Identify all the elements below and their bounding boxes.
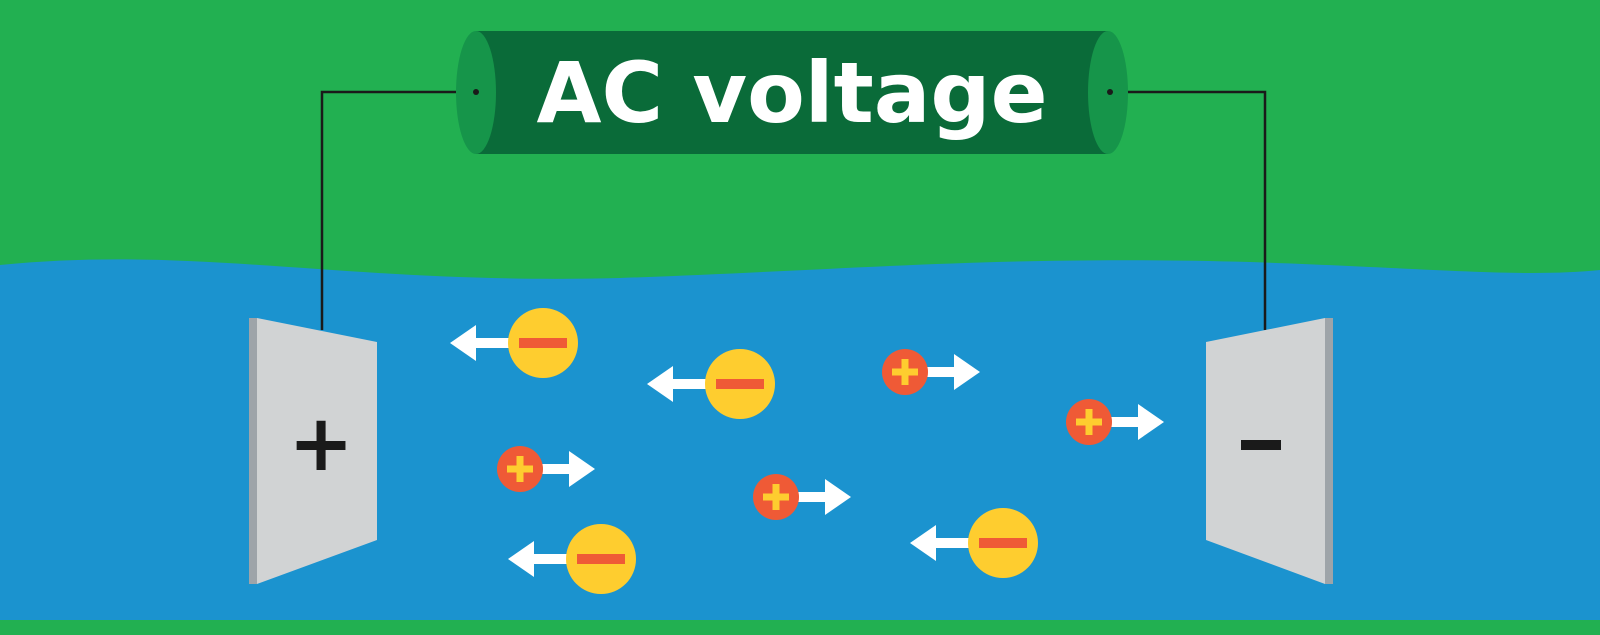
anion-ion [450, 308, 578, 378]
minus-icon [577, 554, 625, 564]
arrow-left-icon [910, 525, 936, 561]
arrow-shaft [476, 338, 512, 348]
arrow-right-icon [1138, 404, 1164, 440]
arrow-left-icon [647, 366, 673, 402]
cation-ion [882, 349, 980, 395]
bottom-green-strip [0, 620, 1600, 635]
left-wire [320, 90, 476, 330]
arrow-right-icon [569, 451, 595, 487]
arrow-right-icon [954, 354, 980, 390]
minus-icon [519, 338, 567, 348]
ions-layer [450, 308, 1164, 594]
arrow-shaft [795, 492, 825, 502]
right-terminal-dot [1107, 89, 1113, 95]
arrow-right-icon [825, 479, 851, 515]
plus-icon-v [772, 484, 780, 510]
plus-icon-v [1085, 409, 1093, 435]
arrow-shaft [534, 554, 570, 564]
arrow-shaft [673, 379, 709, 389]
battery: AC voltage [456, 31, 1128, 154]
anion-ion [647, 349, 775, 419]
right-electrode [1206, 318, 1333, 584]
battery-label: AC voltage [536, 44, 1047, 142]
left-electrode-edge [249, 318, 257, 584]
right-electrode-sign [1241, 440, 1281, 450]
right-wire [1110, 90, 1267, 330]
anion-ion [910, 508, 1038, 578]
arrow-left-icon [450, 325, 476, 361]
cation-ion [753, 474, 851, 520]
arrow-shaft [936, 538, 972, 548]
left-electrode-face [257, 318, 377, 584]
left-terminal-dot [473, 89, 479, 95]
minus-icon [716, 379, 764, 389]
plus-icon-v [516, 456, 524, 482]
water-region [0, 259, 1600, 620]
left-electrode-sign: + [288, 399, 353, 489]
arrow-shaft [539, 464, 569, 474]
arrow-shaft [924, 367, 954, 377]
battery-body [476, 31, 1108, 154]
arrow-left-icon [508, 541, 534, 577]
anion-ion [508, 524, 636, 594]
minus-icon [979, 538, 1027, 548]
right-electrode-face [1206, 318, 1325, 584]
cation-ion [497, 446, 595, 492]
left-electrode: + [249, 318, 377, 584]
right-electrode-edge [1325, 318, 1333, 584]
plus-icon-v [901, 359, 909, 385]
cation-ion [1066, 399, 1164, 445]
arrow-shaft [1108, 417, 1138, 427]
